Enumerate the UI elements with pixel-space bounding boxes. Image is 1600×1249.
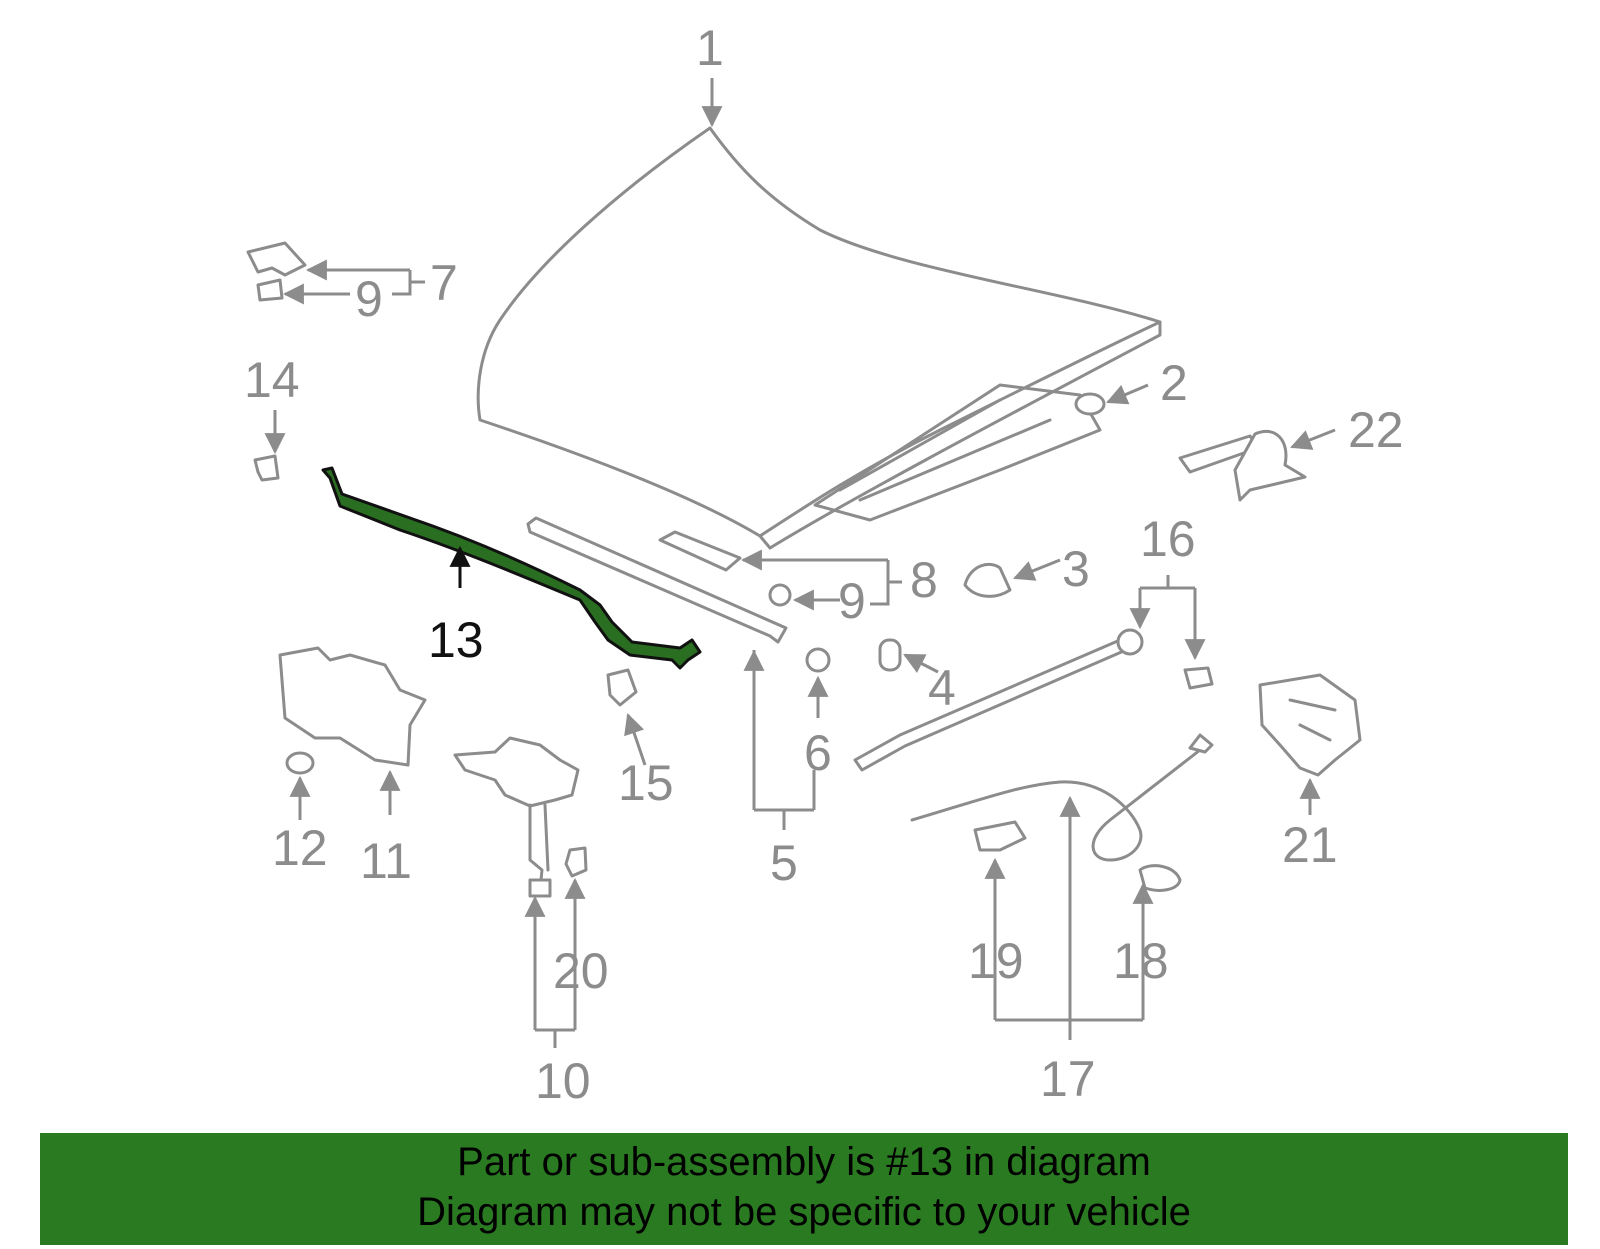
callout-11: 11 xyxy=(360,833,412,889)
lead-2 xyxy=(1106,383,1149,405)
callout-12: 12 xyxy=(272,820,328,876)
parts-diagram: 1 2 22 7 9 14 13 5 8 xyxy=(244,20,1404,1109)
callout-1: 1 xyxy=(696,20,724,76)
lead-3 xyxy=(1013,558,1061,581)
callout-2: 2 xyxy=(1160,355,1188,411)
callout-3: 3 xyxy=(1062,541,1090,597)
callout-16: 16 xyxy=(1140,511,1196,567)
clip-14 xyxy=(253,454,280,482)
callout-17: 17 xyxy=(1040,1051,1096,1107)
callout-15: 15 xyxy=(618,755,674,811)
callout-20: 20 xyxy=(553,943,609,999)
hood-latch xyxy=(1258,673,1362,777)
callout-21: 21 xyxy=(1282,817,1338,873)
banner-line-1: Part or sub-assembly is #13 in diagram xyxy=(457,1140,1151,1184)
clip-6 xyxy=(805,647,831,673)
info-banner: Part or sub-assembly is #13 in diagram D… xyxy=(40,1133,1568,1245)
switch-15 xyxy=(606,668,638,707)
callout-6: 6 xyxy=(804,725,832,781)
callout-7: 7 xyxy=(430,255,458,311)
cap-12 xyxy=(285,751,315,775)
callout-9b: 9 xyxy=(838,573,866,629)
callout-9a: 9 xyxy=(355,271,383,327)
hood-pad xyxy=(658,530,742,572)
hood-panel xyxy=(476,126,1162,550)
lead-15 xyxy=(624,713,647,766)
callout-8: 8 xyxy=(910,552,938,608)
support-rod xyxy=(853,628,1214,772)
lead-4 xyxy=(903,653,939,674)
release-cable-assembly xyxy=(910,733,1214,892)
hood-insulator-clip xyxy=(1074,392,1106,416)
callout-18: 18 xyxy=(1113,933,1169,989)
callout-4: 4 xyxy=(928,660,956,716)
release-handle-bracket xyxy=(246,241,307,302)
callout-19: 19 xyxy=(968,933,1024,989)
hood-lock-assembly xyxy=(453,736,588,898)
lead-22 xyxy=(1290,428,1336,450)
callout-10: 10 xyxy=(535,1053,591,1109)
lock-cover xyxy=(278,646,427,767)
callout-13: 13 xyxy=(428,612,484,668)
clip-9b xyxy=(768,583,792,607)
callout-5: 5 xyxy=(770,835,798,891)
callout-22: 22 xyxy=(1348,402,1404,458)
hood-hinge xyxy=(1178,429,1307,502)
hood-seal xyxy=(526,516,788,644)
callout-14: 14 xyxy=(244,352,300,408)
banner-line-2: Diagram may not be specific to your vehi… xyxy=(417,1190,1191,1234)
cushion-4 xyxy=(878,638,902,672)
bumper-3 xyxy=(963,562,1012,598)
